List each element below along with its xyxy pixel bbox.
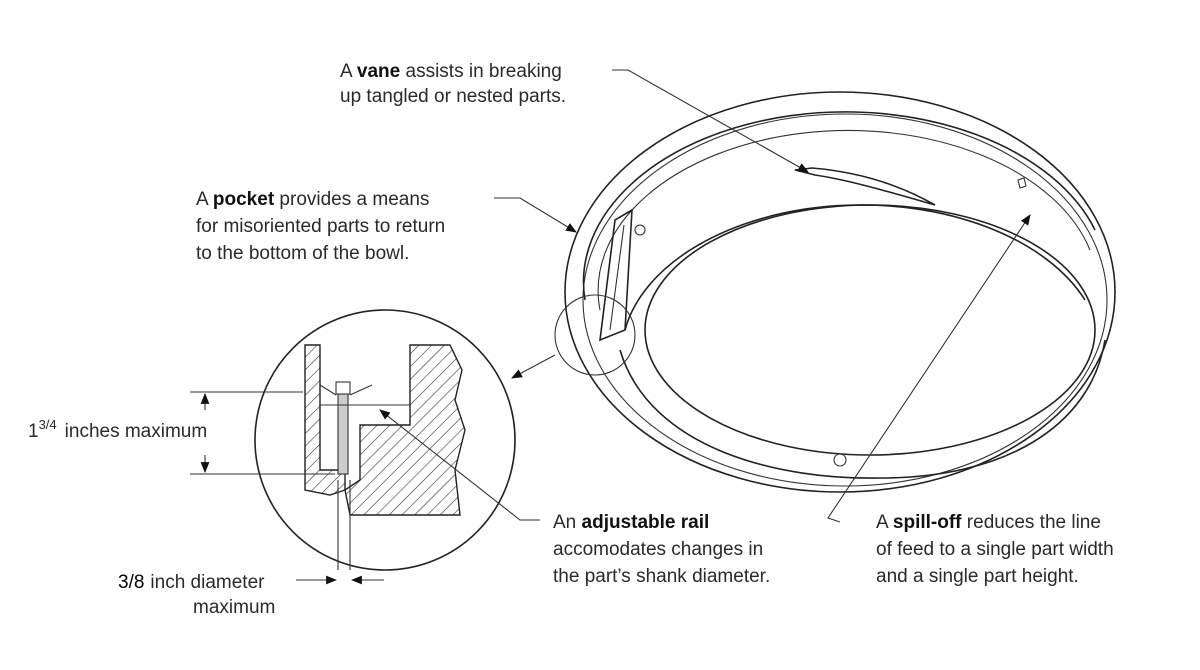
rail-detail-section: [254, 309, 516, 571]
vane-label: A vane assists in breaking: [340, 61, 562, 82]
pocket-label: A pocket provides a means: [196, 189, 429, 210]
spill-off-label-line2: of feed to a single part width: [876, 539, 1114, 560]
rail-label-line3: the part’s shank diameter.: [553, 566, 770, 587]
fastener-icon: [833, 453, 847, 467]
vane-label-line2: up tangled or nested parts.: [340, 86, 566, 107]
rail-label: An adjustable rail: [553, 512, 709, 533]
rail-label-line2: accomodates changes in: [553, 539, 763, 560]
pocket-label-line3: to the bottom of the bowl.: [196, 243, 409, 264]
diameter-dimension-label-line2: maximum: [193, 597, 275, 618]
pocket-label-line2: for misoriented parts to return: [196, 216, 445, 237]
spill-off-label-line3: and a single part height.: [876, 566, 1079, 587]
spill-off-label: A spill-off reduces the line: [876, 512, 1101, 533]
bowl-drawing: [554, 91, 1116, 493]
